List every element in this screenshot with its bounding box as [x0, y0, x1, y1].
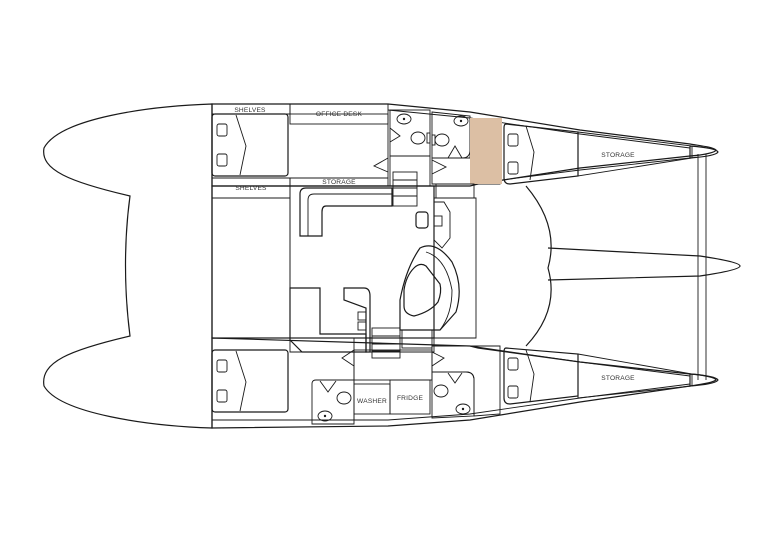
sink-icon: [455, 403, 471, 415]
label-fridge: FRIDGE: [397, 395, 424, 402]
forward-beam-spar: [547, 247, 741, 281]
starboard-aft-bed: [211, 349, 289, 413]
shower-door-icon: [389, 127, 401, 143]
shower-door-icon: [319, 380, 337, 393]
nav-seat: [415, 211, 429, 229]
toilet-tank-icon: [426, 132, 431, 144]
dinette-inner-line: [425, 251, 453, 331]
shower-door-icon: [447, 372, 463, 384]
label-office-desk: OFFICE DESK: [316, 111, 363, 118]
bed-fold: [525, 125, 535, 181]
port-hull-inner-line: [387, 109, 691, 149]
door-swing-icon: [341, 349, 355, 367]
settee-cushion-line: [307, 193, 392, 236]
companionway-stairs-fwd: [371, 327, 401, 359]
port-aft-bed: [211, 113, 289, 177]
door-swing-icon: [431, 159, 448, 175]
companionway-stairs-aft: [392, 171, 418, 207]
port-corridor-floor: [389, 155, 431, 187]
port-fwd-cabin-floor: [470, 118, 502, 184]
dinette-settee: [399, 245, 460, 331]
galley-stool: [357, 321, 367, 331]
starboard-hull-inner-line: [469, 345, 691, 377]
pillow: [216, 359, 228, 373]
aft-settee: [299, 187, 393, 237]
bed-fold: [525, 349, 535, 403]
bed-fold: [235, 350, 247, 412]
starboard-bow-tip: [689, 373, 719, 387]
galley-stool: [357, 311, 367, 321]
sink-icon: [396, 113, 412, 125]
port-fwd-bed: [503, 123, 579, 185]
fridge: [389, 379, 431, 415]
label-washer: WASHER: [357, 398, 387, 405]
drain-icon: [461, 407, 465, 411]
starboard-fwd-head: [431, 371, 475, 419]
starboard-fwd-corridor-floor: [431, 345, 501, 417]
shower-door-icon: [447, 145, 463, 159]
laundry-corridor-floor: [353, 349, 433, 381]
nav-instrument: [433, 215, 443, 227]
toilet-icon: [434, 133, 450, 147]
door-swing-icon: [431, 351, 445, 367]
dinette-table: [403, 263, 442, 317]
port-fwd-shelving-area: [211, 197, 291, 339]
toilet-icon: [410, 131, 426, 145]
pillow: [507, 357, 519, 371]
starboard-fwd-bed: [503, 347, 579, 405]
label-shelves-fwd: SHELVES: [235, 185, 267, 192]
port-hull-inner-line-lower: [469, 157, 691, 185]
label-shelves-aft: SHELVES: [234, 107, 266, 114]
pillow: [216, 153, 228, 167]
drain-icon: [459, 119, 463, 123]
toilet-icon: [433, 384, 449, 398]
pillow: [507, 133, 519, 147]
pillow: [216, 123, 228, 137]
bed-fold: [235, 114, 247, 176]
helm-console-top: [435, 183, 475, 199]
pillow: [507, 161, 519, 175]
toilet-tank-icon: [431, 134, 436, 146]
port-bow-storage: [577, 131, 693, 177]
pillow: [216, 389, 228, 403]
sink-icon: [317, 410, 333, 422]
pillow: [507, 385, 519, 399]
galley-island: [343, 287, 371, 353]
sink-icon: [453, 115, 469, 127]
drain-icon: [402, 117, 406, 121]
drain-icon: [323, 414, 327, 418]
nav-desk: [433, 201, 451, 249]
starboard-hull-inner-line-lower: [212, 383, 691, 421]
door-swing-icon: [372, 157, 389, 173]
port-bow-tip: [689, 145, 719, 159]
label-starboard-bow-storage: STORAGE: [601, 375, 635, 382]
foredeck-arc: [525, 185, 552, 347]
toilet-icon: [336, 391, 352, 405]
stern-cockpit-outline: [43, 103, 213, 429]
label-salon-storage: STORAGE: [322, 179, 356, 186]
helm-console-bottom: [401, 329, 433, 349]
label-port-bow-storage: STORAGE: [601, 152, 635, 159]
